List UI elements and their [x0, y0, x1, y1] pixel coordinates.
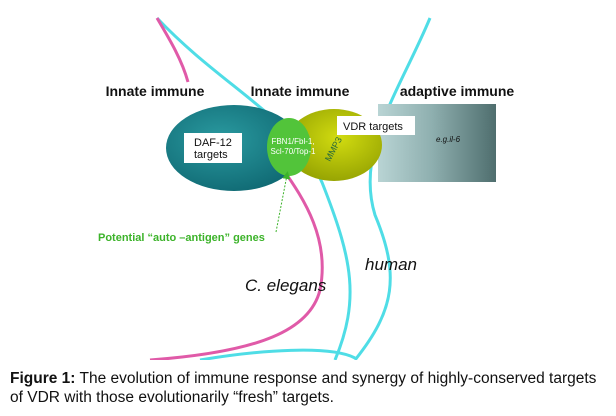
- cyan-lineage-left: [155, 16, 352, 360]
- vdr-targets-label: VDR targets: [343, 121, 403, 133]
- heading-innate-left: Innate immune: [106, 83, 205, 99]
- cyan-lineage-right: [353, 17, 432, 360]
- figure-caption: Figure 1: The evolution of immune respon…: [10, 369, 610, 407]
- auto-antigen-label: Potential “auto –antigen” genes: [98, 232, 265, 244]
- evolution-diagram: Innate immune Innate immune adaptive imm…: [98, 16, 515, 360]
- pink-lineage-top: [155, 17, 190, 83]
- daf12-label-box: [184, 133, 242, 163]
- vdr-label-box: [337, 116, 415, 135]
- daf12-label-line2: targets: [194, 149, 228, 161]
- caption-figure-number: Figure 1:: [10, 370, 76, 387]
- fbn1-label: FBN1/Fbl-1,: [271, 137, 314, 146]
- scl70-label: Scl-70/Top-1: [271, 147, 316, 156]
- human-label: human: [365, 255, 417, 274]
- daf12-label-line1: DAF-12: [194, 137, 232, 149]
- caption-text: The evolution of immune response and syn…: [10, 370, 597, 406]
- heading-adaptive: adaptive immune: [400, 83, 515, 99]
- auto-antigen-arrow: [275, 171, 291, 233]
- heading-innate-mid: Innate immune: [251, 83, 350, 99]
- pink-lineage-main: [149, 167, 324, 360]
- overlap-ellipse: [267, 118, 311, 176]
- eg-il6-label: e.g.il-6: [436, 135, 461, 144]
- cyan-lineage-bottom: [199, 348, 356, 360]
- c-elegans-label: C. elegans: [245, 276, 327, 295]
